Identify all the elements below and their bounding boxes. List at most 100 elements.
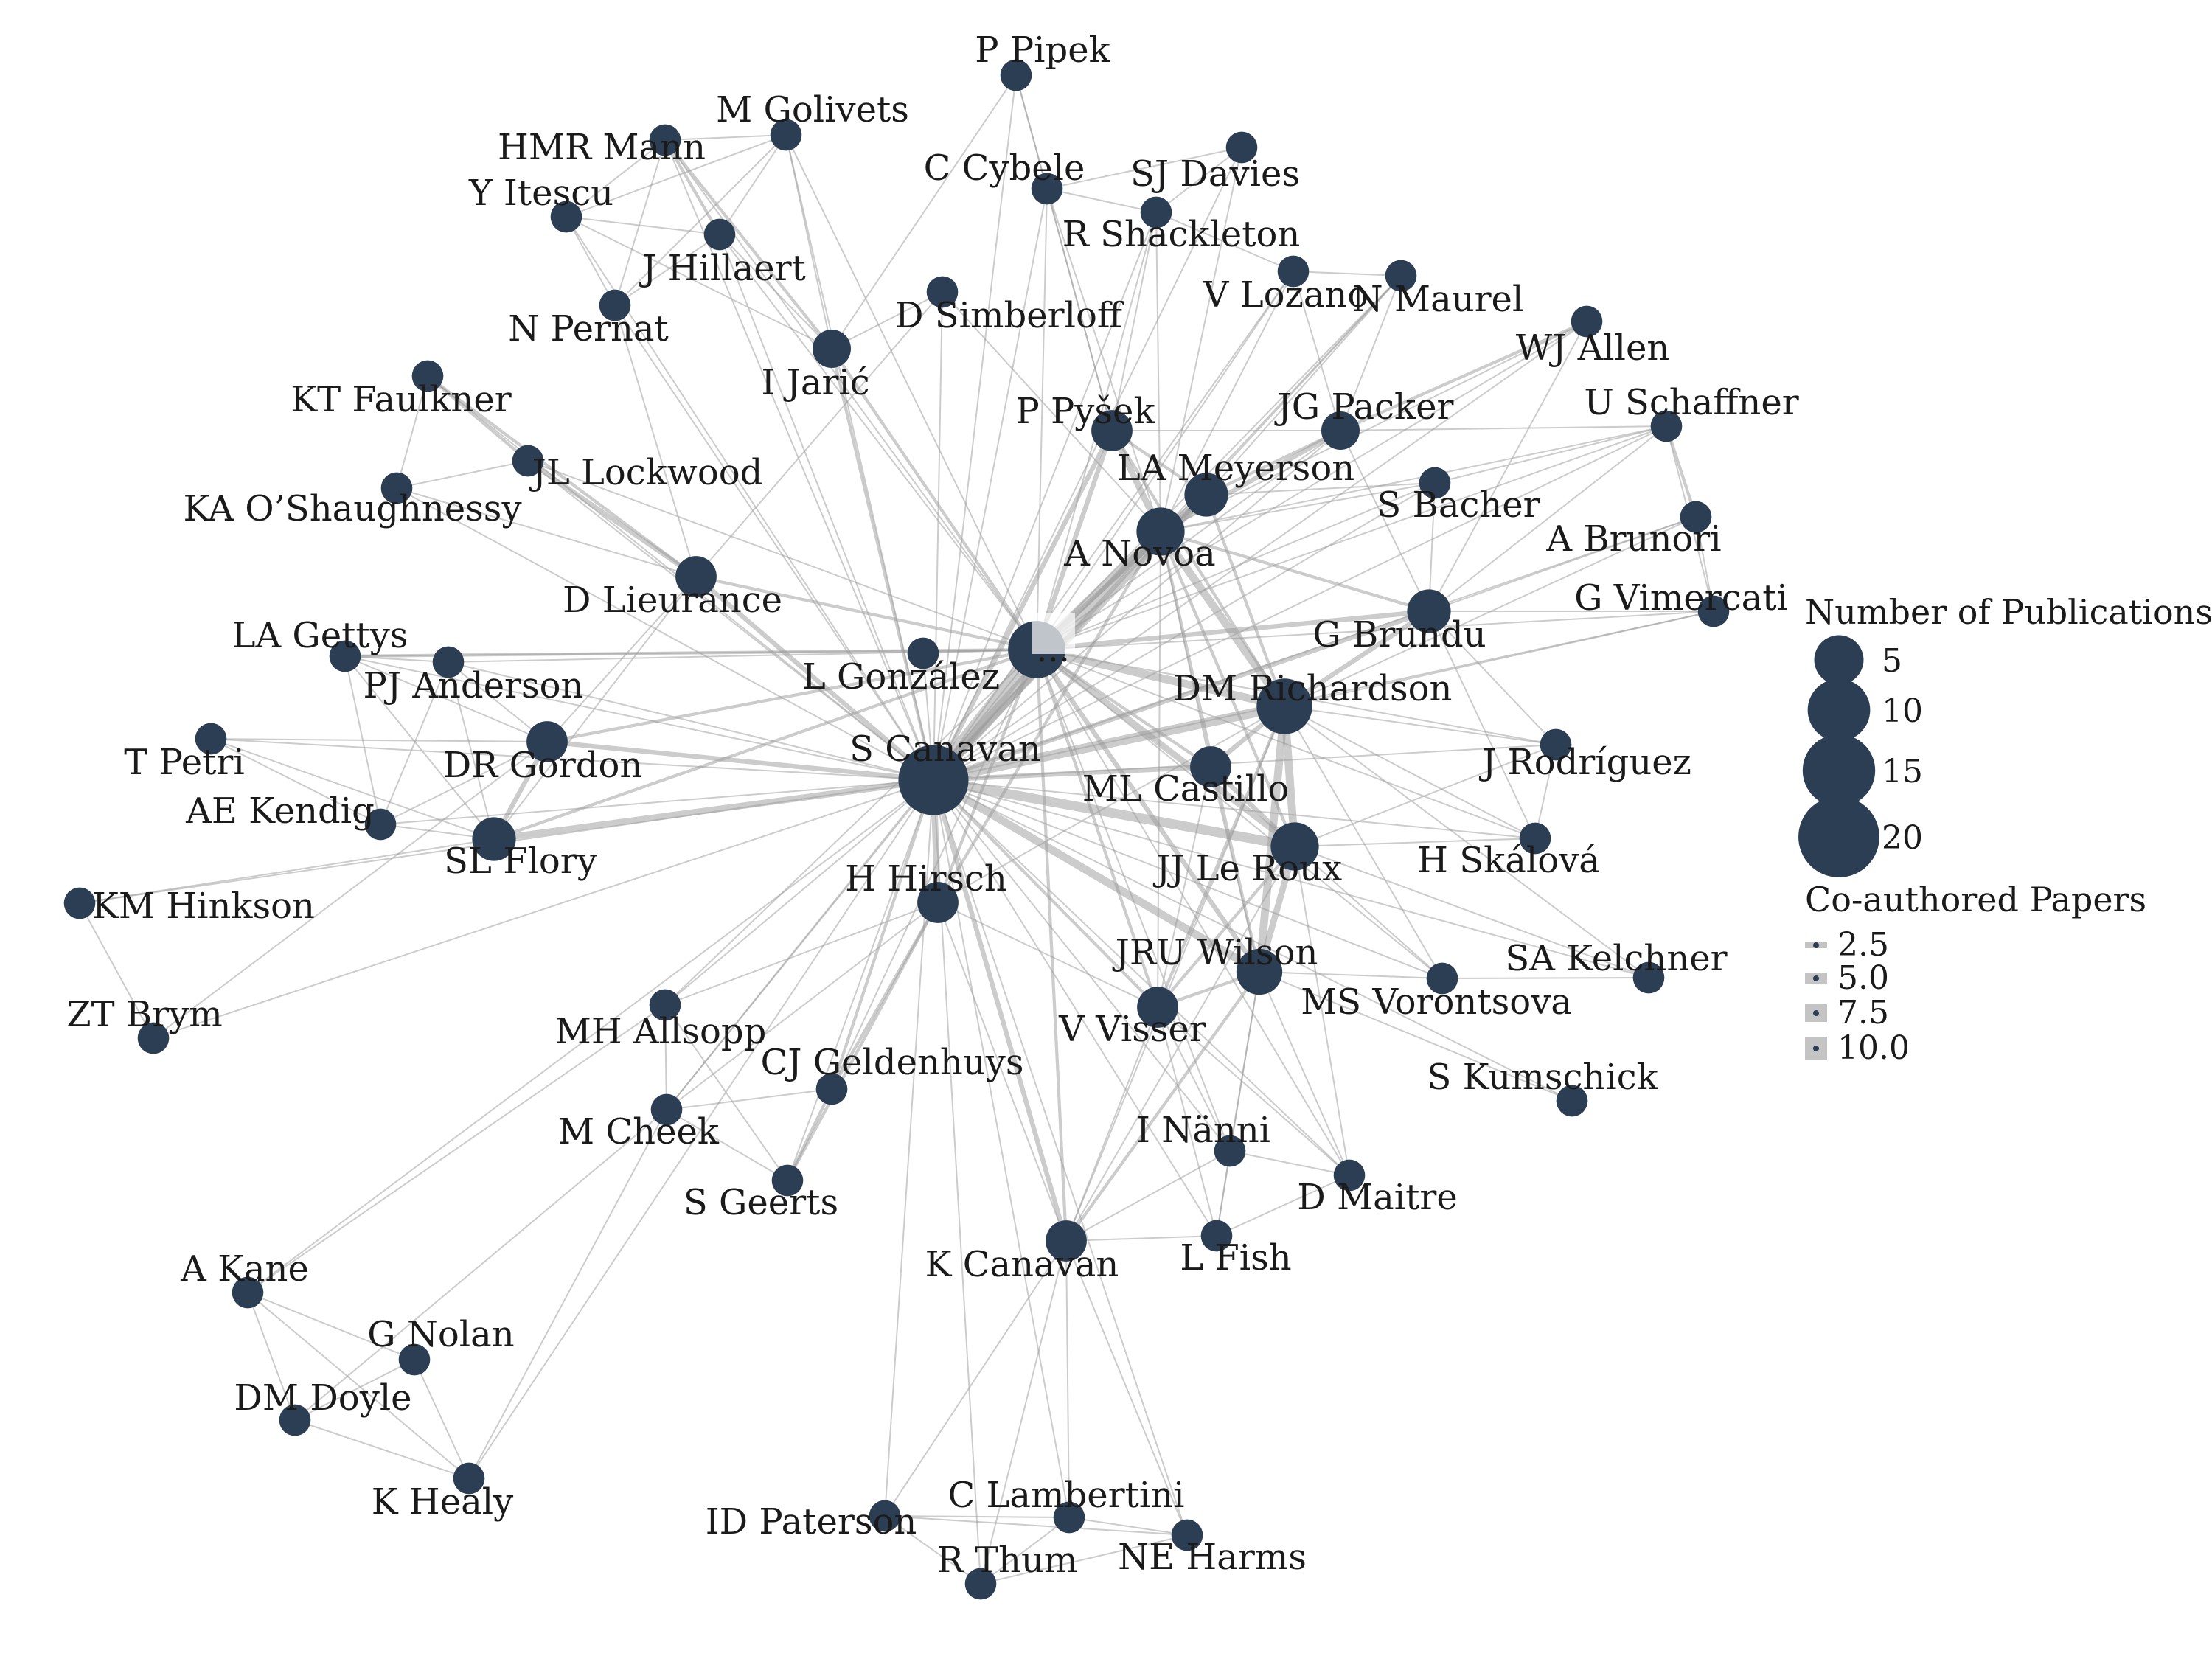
node-maurel[interactable] [1385,260,1417,292]
node-faulkner[interactable] [411,360,444,392]
node-bacher[interactable] [1419,467,1451,499]
node-cheek[interactable] [650,1093,683,1126]
node-vimercati[interactable] [1697,595,1730,627]
node-harms[interactable] [1171,1519,1203,1551]
edge-scanavan-harms [933,779,1188,1536]
edge-leroux-visser [1155,844,1297,1009]
edge-harms-thum [980,1534,1188,1585]
edge-petri-flory [210,738,495,840]
node-doyle[interactable] [279,1404,311,1436]
node-lambertini[interactable] [1053,1501,1085,1534]
node-hillaert[interactable] [703,218,736,251]
edge-packer-lozano [1293,271,1341,431]
node-brunori[interactable] [1680,501,1712,533]
node-jaric[interactable] [813,330,851,368]
node-label-pysek: P Pyšek [1015,391,1155,432]
node-brym[interactable] [137,1022,170,1054]
node-meyerson[interactable] [1184,473,1228,517]
node-allsopp[interactable] [649,989,681,1021]
edge-scanavan-kendig [380,779,934,825]
edge-gettys-flory [344,655,495,840]
node-kane[interactable] [232,1276,264,1309]
edge-novoa-lozano [1160,271,1294,532]
legend-width-dot [1813,942,1819,948]
edge-brym-gordon [153,741,548,1039]
node-geerts[interactable] [771,1164,804,1197]
node-geldenhuys[interactable] [815,1073,848,1105]
node-gettys[interactable] [329,640,361,672]
node-kendig[interactable] [364,808,397,841]
node-packer[interactable] [1321,411,1360,450]
node-rodriguez[interactable] [1540,728,1572,761]
node-hirsch[interactable] [917,882,959,923]
node-label-davies: SJ Davies [1130,153,1300,195]
edge-kane-doyle [247,1292,296,1421]
node-nolan[interactable] [398,1343,431,1376]
node-shackleton[interactable] [1140,196,1172,229]
edge-paterson-thum [884,1515,981,1585]
legend-size-label: 20 [1882,819,1923,857]
edge-leroux-vorontsova [1294,846,1443,979]
node-thum[interactable] [964,1568,997,1600]
node-itescu[interactable] [550,201,582,233]
legend-size-key [1802,734,1876,807]
node-skalova[interactable] [1519,822,1551,855]
node-fish[interactable] [1200,1220,1233,1252]
node-cybele[interactable] [1031,173,1063,205]
node-gordon[interactable] [526,721,568,762]
edge-mann-hillaert [663,138,722,237]
node-lockwood[interactable] [512,445,544,477]
edge-scanavan-brym [153,779,934,1039]
edge-fish-maitre [1216,1175,1350,1237]
edge-novoa-schaffner [1160,425,1667,532]
node-maitre[interactable] [1333,1159,1366,1192]
node-kumschick[interactable] [1556,1085,1588,1117]
node-pysek[interactable] [1091,410,1133,451]
edge-center-lieurance [694,574,1039,652]
node-nanni[interactable] [1214,1135,1246,1167]
node-healy[interactable] [453,1462,485,1495]
edge-anderson-flory [448,661,495,840]
node-golivets[interactable] [770,119,802,151]
node-scanavan[interactable] [898,745,969,815]
node-mann[interactable] [649,124,681,156]
node-hinkson[interactable] [63,887,96,919]
edge-wilson-kumschick [1259,971,1573,1102]
node-pernat[interactable] [599,289,631,321]
node-pipek[interactable] [1000,59,1032,91]
node-label-kelchner: SA Kelchner [1505,938,1727,979]
legend-width-dot [1813,1046,1819,1051]
edge-golivets-jaric [785,134,832,349]
edge-novoa-simberloff [942,291,1161,532]
node-paterson[interactable] [869,1500,901,1532]
node-anderson[interactable] [432,646,465,678]
node-visser[interactable] [1137,987,1178,1028]
node-lozano[interactable] [1277,255,1310,288]
node-novoa[interactable] [1136,507,1185,556]
node-oshaughnessy[interactable] [380,472,413,504]
edge-richardson-rodriguez [1284,706,1557,745]
node-wilson[interactable] [1236,948,1283,995]
node-davies[interactable] [1225,131,1258,164]
node-castillo[interactable] [1190,746,1231,787]
node-richardson[interactable] [1256,678,1312,734]
edge-center-flory [492,647,1039,841]
node-brundu[interactable] [1407,589,1451,633]
node-simberloff[interactable] [926,276,959,308]
node-leroux[interactable] [1270,822,1319,871]
node-kcanavan[interactable] [1046,1220,1087,1262]
edge-meyerson-bacher [1206,482,1436,495]
node-gonzalez[interactable] [907,637,939,669]
node-flory[interactable] [472,817,516,861]
node-label-lozano: V Lozano [1203,274,1368,316]
node-vorontsova[interactable] [1426,962,1458,995]
node-allen[interactable] [1571,305,1603,338]
node-schaffner[interactable] [1650,410,1683,442]
node-label-lockwood: JL Lockwood [529,452,763,493]
edge-packer-allen [1338,319,1589,433]
node-kelchner[interactable] [1632,961,1665,994]
node-petri[interactable] [195,723,227,755]
node-lieurance[interactable] [675,556,717,597]
node-label-healy: K Healy [372,1481,513,1523]
